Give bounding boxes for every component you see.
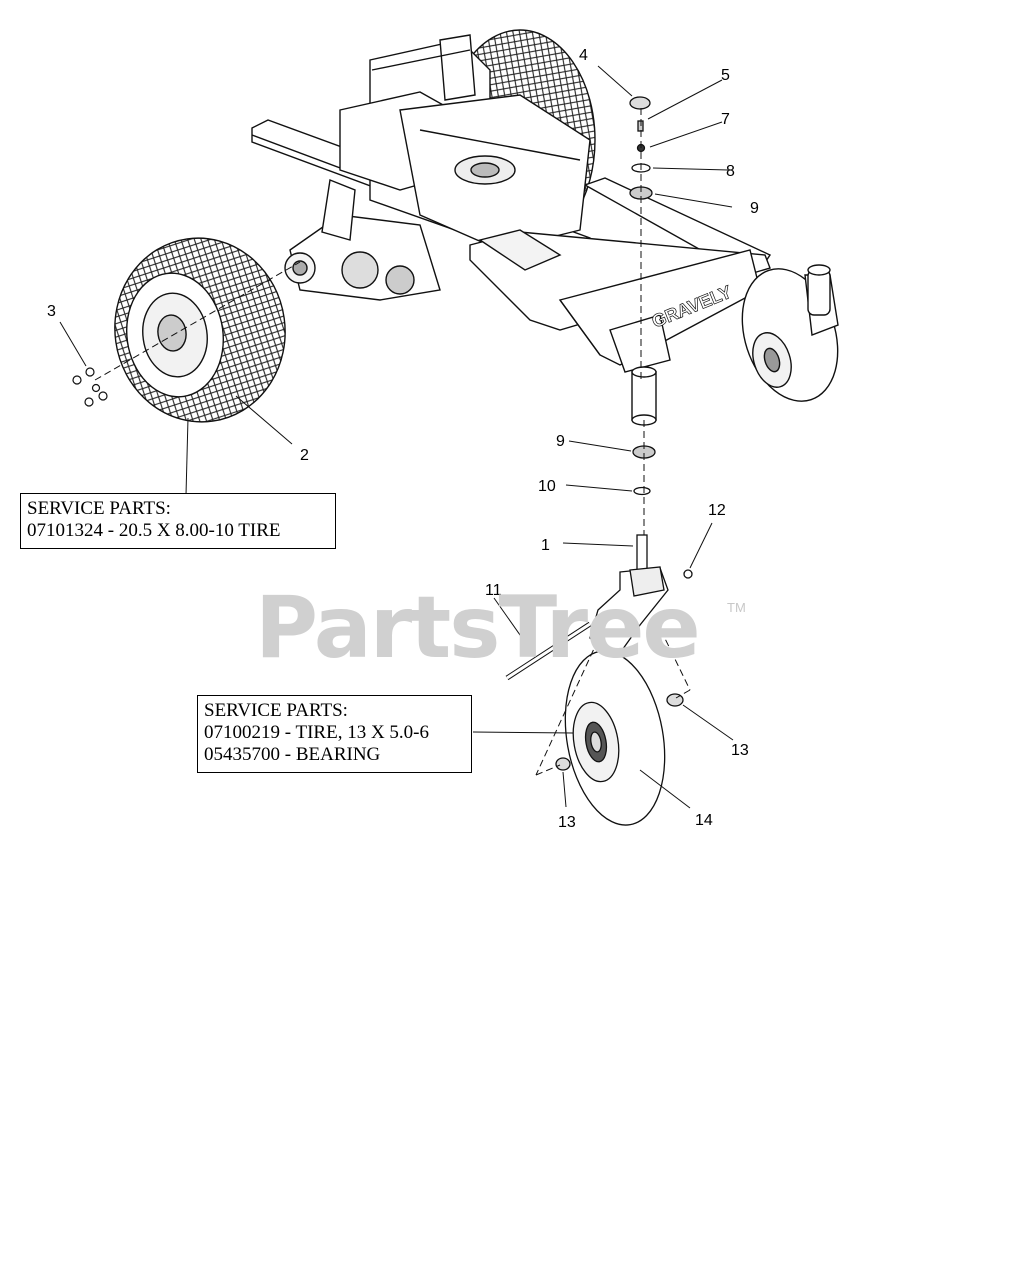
callout-12: 12 xyxy=(708,502,726,519)
rear-tire-service-parts-box: SERVICE PARTS: 07101324 - 20.5 X 8.00-10… xyxy=(20,493,336,549)
callout-7: 7 xyxy=(721,111,730,128)
caster-parts xyxy=(505,96,693,826)
trademark-symbol: TM xyxy=(727,600,746,615)
callout-4: 4 xyxy=(579,47,588,64)
callout-9-top: 9 xyxy=(750,200,759,217)
callout-numbers: 4 5 7 8 9 3 2 9 10 1 12 11 13 13 14 xyxy=(47,47,759,831)
leader-lines xyxy=(59,65,734,809)
callout-13-right: 13 xyxy=(731,742,749,759)
callout-3: 3 xyxy=(47,303,56,320)
rear-service-title: SERVICE PARTS: xyxy=(27,498,171,519)
callout-2: 2 xyxy=(300,447,309,464)
front-service-line-2: 05435700 - BEARING xyxy=(204,744,381,765)
rear-service-line-1: 07101324 - 20.5 X 8.00-10 TIRE xyxy=(27,520,281,541)
front-tire-service-parts-box: SERVICE PARTS: 07100219 - TIRE, 13 X 5.0… xyxy=(197,695,472,773)
callout-1: 1 xyxy=(541,537,550,554)
parts-tree-watermark: PartsTree xyxy=(255,578,701,678)
mower-frame xyxy=(251,29,839,426)
callout-8: 8 xyxy=(726,163,735,180)
callout-9-bottom: 9 xyxy=(556,433,565,450)
front-service-title: SERVICE PARTS: xyxy=(204,700,348,721)
callout-5: 5 xyxy=(721,67,730,84)
lug-nuts xyxy=(72,367,108,407)
callout-10: 10 xyxy=(538,478,556,495)
callout-14: 14 xyxy=(695,812,713,829)
callout-11: 11 xyxy=(485,582,502,599)
front-service-line-1: 07100219 - TIRE, 13 X 5.0-6 xyxy=(204,722,429,743)
rear-tire-assembly xyxy=(114,237,286,423)
callout-13-left: 13 xyxy=(558,814,576,831)
assembly-lines xyxy=(94,108,691,776)
